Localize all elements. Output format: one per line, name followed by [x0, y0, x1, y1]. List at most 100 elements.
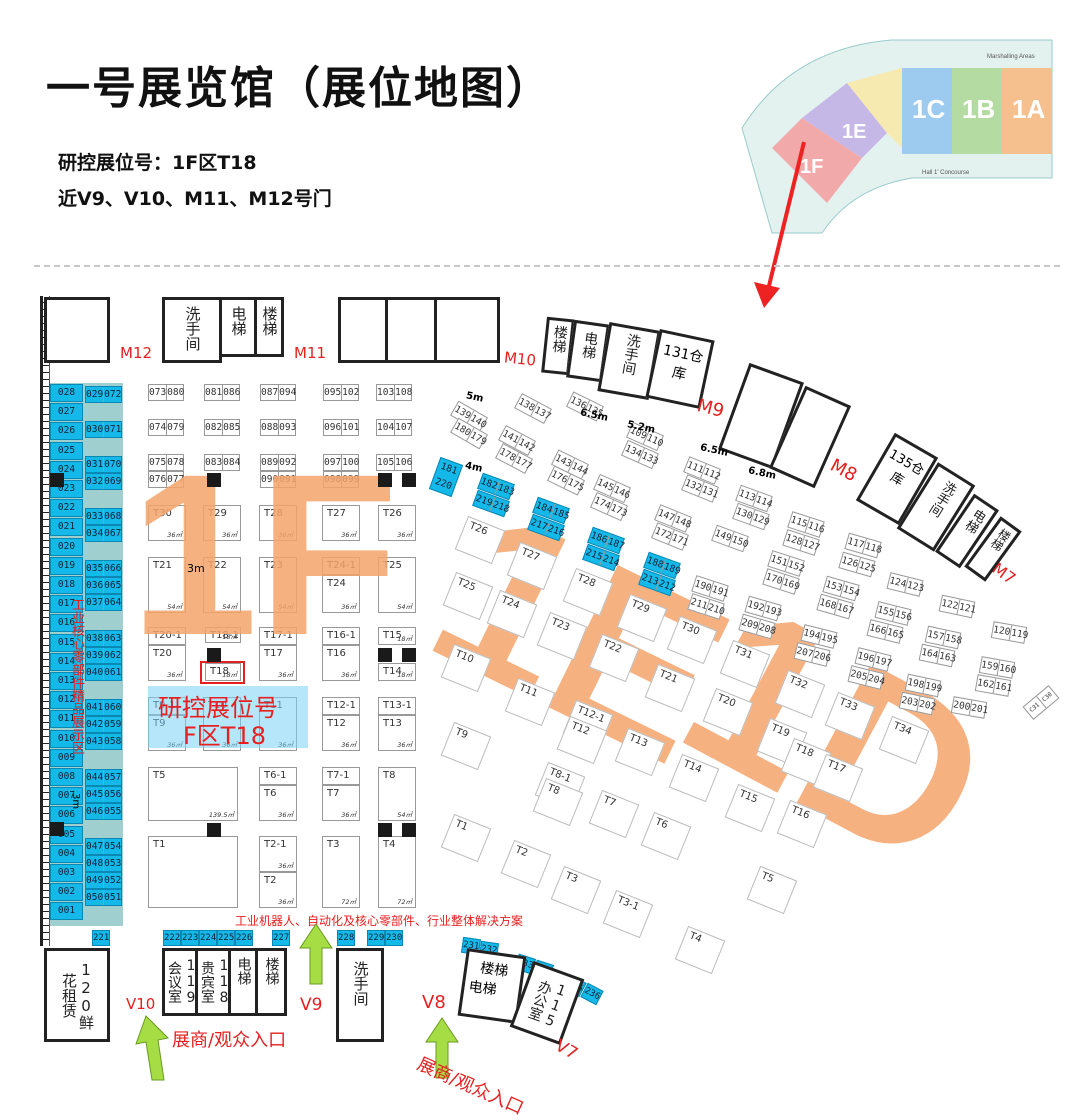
booth-t12-1[interactable]: T12-1 — [322, 697, 360, 715]
booth[interactable]: 224 — [199, 930, 217, 946]
booth-e-t1[interactable]: T1 — [440, 813, 492, 863]
booth[interactable]: 011 — [50, 710, 83, 729]
booth[interactable]: 018 — [50, 576, 83, 594]
booth[interactable]: 016 — [50, 614, 83, 633]
booth[interactable]: 228 — [337, 930, 355, 946]
booth[interactable]: 225 — [217, 930, 235, 946]
booth[interactable]: 027 — [50, 403, 83, 422]
booth-e-t3[interactable]: T3 — [550, 865, 602, 915]
booth-t17-1[interactable]: T17-1 — [259, 627, 297, 645]
booth[interactable]: 004 — [50, 844, 83, 863]
booth[interactable]: 026 — [50, 422, 83, 441]
booth[interactable]: 010 — [50, 729, 83, 748]
booth[interactable]: 017 — [50, 595, 83, 614]
booth[interactable]: 019 — [50, 556, 83, 575]
booth[interactable]: 015 — [50, 633, 83, 652]
door-m11[interactable]: M11 — [294, 344, 327, 362]
booth-t6-1[interactable]: T6-1 — [259, 767, 297, 785]
booth[interactable]: 008 — [50, 768, 83, 786]
booth[interactable]: 003 — [50, 864, 83, 882]
booth-t13-1[interactable]: T13-1 — [378, 697, 416, 715]
booth-t16-1[interactable]: T16-1 — [322, 627, 360, 645]
booth[interactable]: 227 — [272, 930, 290, 946]
booth-t1[interactable]: T1 — [148, 836, 238, 908]
booth[interactable]: 222 — [163, 930, 181, 946]
booth-t24-1[interactable]: T24-1 — [322, 557, 360, 575]
booth[interactable]: 007 — [50, 787, 83, 806]
booth[interactable]: 230 — [385, 930, 403, 946]
booth[interactable]: 013 — [50, 672, 83, 690]
booth-e-t2[interactable]: T2 — [500, 839, 552, 889]
booth[interactable]: 020 — [50, 537, 83, 556]
door-v8[interactable]: V8 — [422, 992, 446, 1013]
booth[interactable]: 001 — [50, 902, 83, 921]
booth[interactable]: 002 — [50, 883, 83, 902]
door-m8[interactable]: M8 — [826, 454, 861, 487]
booth-t20-1[interactable]: T20-1 — [148, 627, 186, 645]
booth[interactable]: 028 — [50, 384, 83, 402]
booth[interactable]: 226 — [235, 930, 253, 946]
door-m9[interactable]: M9 — [694, 395, 727, 422]
door-v9[interactable]: V9 — [300, 995, 323, 1015]
booth[interactable]: 021 — [50, 518, 83, 537]
door-m12[interactable]: M12 — [120, 344, 153, 362]
door-m10[interactable]: M10 — [503, 348, 537, 370]
